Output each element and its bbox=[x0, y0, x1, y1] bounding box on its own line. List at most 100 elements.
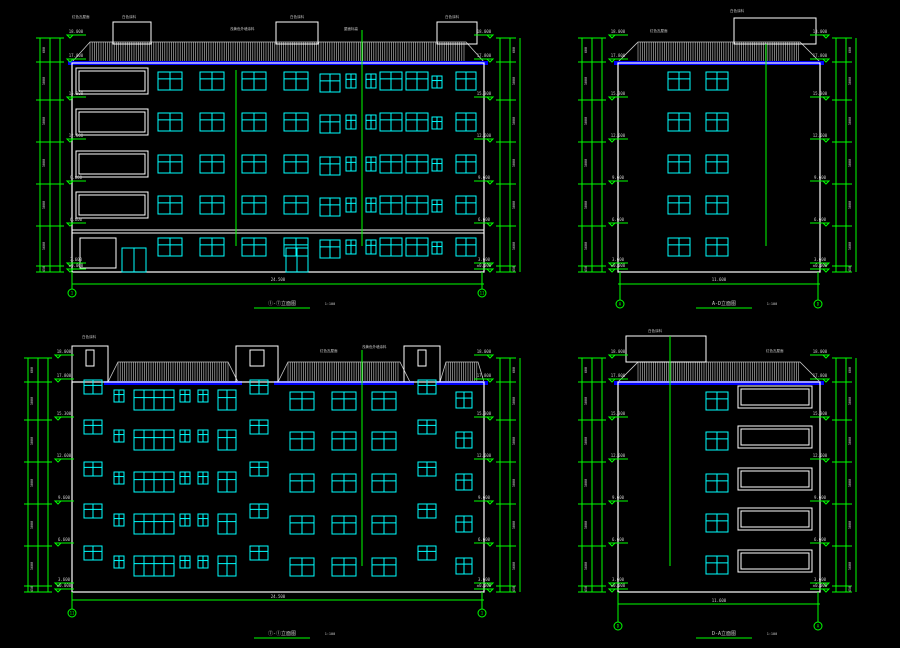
window bbox=[289, 473, 315, 493]
level-label: 18.000 bbox=[611, 29, 626, 34]
window bbox=[283, 237, 309, 257]
window bbox=[289, 431, 315, 451]
level-label: 18.000 bbox=[813, 29, 828, 34]
level-label: ±0.000 bbox=[611, 583, 626, 588]
window bbox=[417, 461, 437, 477]
window bbox=[667, 237, 691, 257]
note-leader-text: 红色瓦屋面 bbox=[320, 348, 338, 353]
roof-outline bbox=[277, 361, 411, 383]
window bbox=[217, 555, 237, 577]
window bbox=[705, 195, 729, 215]
storey-dimension-text: 450 bbox=[584, 586, 588, 592]
window bbox=[455, 431, 473, 449]
level-label: 6.600 bbox=[478, 217, 491, 222]
level-label: ±0.000 bbox=[813, 263, 828, 268]
window bbox=[371, 515, 397, 535]
storey-dimension-text: 3600 bbox=[584, 562, 588, 570]
window bbox=[455, 237, 477, 257]
window bbox=[365, 156, 377, 172]
storey-dimension-text: 3000 bbox=[42, 201, 46, 209]
grid-axis-label: 1 bbox=[481, 611, 484, 616]
level-label: 3.600 bbox=[612, 257, 625, 262]
level-label: 18.000 bbox=[611, 349, 626, 354]
window bbox=[83, 545, 103, 561]
window bbox=[319, 156, 341, 176]
grid-axis-label: 1 bbox=[71, 291, 74, 296]
window bbox=[345, 197, 357, 213]
level-label: 3.600 bbox=[70, 257, 83, 262]
window bbox=[455, 515, 473, 533]
level-label: ±0.000 bbox=[611, 263, 626, 268]
window bbox=[319, 239, 341, 259]
window bbox=[113, 555, 125, 569]
window bbox=[241, 112, 267, 132]
level-label: 9.600 bbox=[58, 495, 71, 500]
level-label: 18.000 bbox=[69, 29, 84, 34]
level-label: 15.300 bbox=[813, 91, 828, 96]
window bbox=[241, 237, 267, 257]
level-label: 12.600 bbox=[813, 453, 828, 458]
window bbox=[371, 391, 397, 411]
level-label: ±0.000 bbox=[57, 583, 72, 588]
stair-parapet bbox=[436, 21, 478, 45]
storey-dimension-text: 3000 bbox=[512, 159, 516, 167]
drawing-scale: 1:100 bbox=[767, 302, 778, 306]
side-roof bbox=[614, 361, 824, 385]
drawing-title: ⑦-①立面图 bbox=[268, 630, 296, 637]
storey-dimension-text: 3600 bbox=[848, 242, 852, 250]
window bbox=[705, 391, 729, 411]
level-label: 12.600 bbox=[813, 133, 828, 138]
storey-dimension-text: 450 bbox=[512, 266, 516, 272]
drawing-scale: 1:100 bbox=[325, 302, 336, 306]
window bbox=[289, 391, 315, 411]
window bbox=[179, 471, 191, 485]
level-label: 17.800 bbox=[57, 373, 72, 378]
window bbox=[319, 73, 341, 93]
roof-eave-band bbox=[274, 381, 414, 385]
level-label: ±0.000 bbox=[477, 583, 492, 588]
window bbox=[405, 237, 429, 257]
stair-vent bbox=[417, 349, 427, 367]
overall-dimension-text: 11.600 bbox=[712, 598, 727, 603]
window bbox=[153, 471, 175, 493]
window bbox=[241, 195, 267, 215]
level-label: 3.600 bbox=[478, 577, 491, 582]
level-label: 18.000 bbox=[477, 349, 492, 354]
note-leader-text: 浅黄色外墙涂料 bbox=[230, 26, 255, 31]
storey-dimension-text: 3600 bbox=[848, 562, 852, 570]
window bbox=[153, 389, 175, 411]
window bbox=[157, 195, 183, 215]
window bbox=[83, 503, 103, 519]
rear-roof bbox=[436, 361, 488, 385]
window bbox=[199, 71, 225, 91]
storey-dimension-text: 3000 bbox=[848, 437, 852, 445]
window bbox=[249, 503, 269, 519]
storey-dimension-text: 450 bbox=[848, 586, 852, 592]
window bbox=[705, 473, 729, 493]
window bbox=[197, 555, 209, 569]
level-label: 12.600 bbox=[57, 453, 72, 458]
window bbox=[345, 156, 357, 172]
note-leader-text: 白色涂料 bbox=[290, 14, 304, 19]
level-label: 17.800 bbox=[611, 53, 626, 58]
balcony-railing bbox=[740, 388, 810, 406]
level-label: 17.800 bbox=[477, 53, 492, 58]
level-label: 3.600 bbox=[612, 577, 625, 582]
storey-dimension-text: 3600 bbox=[30, 562, 34, 570]
balcony-railing bbox=[740, 510, 810, 528]
level-label: 15.300 bbox=[477, 411, 492, 416]
note-leader-text: 红色瓦屋面 bbox=[72, 14, 90, 19]
side-roof bbox=[614, 41, 824, 65]
drawing-scale: 1:100 bbox=[325, 632, 336, 636]
window bbox=[179, 429, 191, 443]
window bbox=[217, 513, 237, 535]
level-label: 9.600 bbox=[478, 175, 491, 180]
level-label: 9.600 bbox=[612, 495, 625, 500]
window bbox=[179, 513, 191, 527]
facade-outline bbox=[71, 62, 485, 273]
storey-dimension-text: 600 bbox=[848, 367, 852, 373]
balcony-railing bbox=[740, 552, 810, 570]
balcony-railing bbox=[737, 549, 813, 573]
window bbox=[365, 197, 377, 213]
window bbox=[667, 112, 691, 132]
